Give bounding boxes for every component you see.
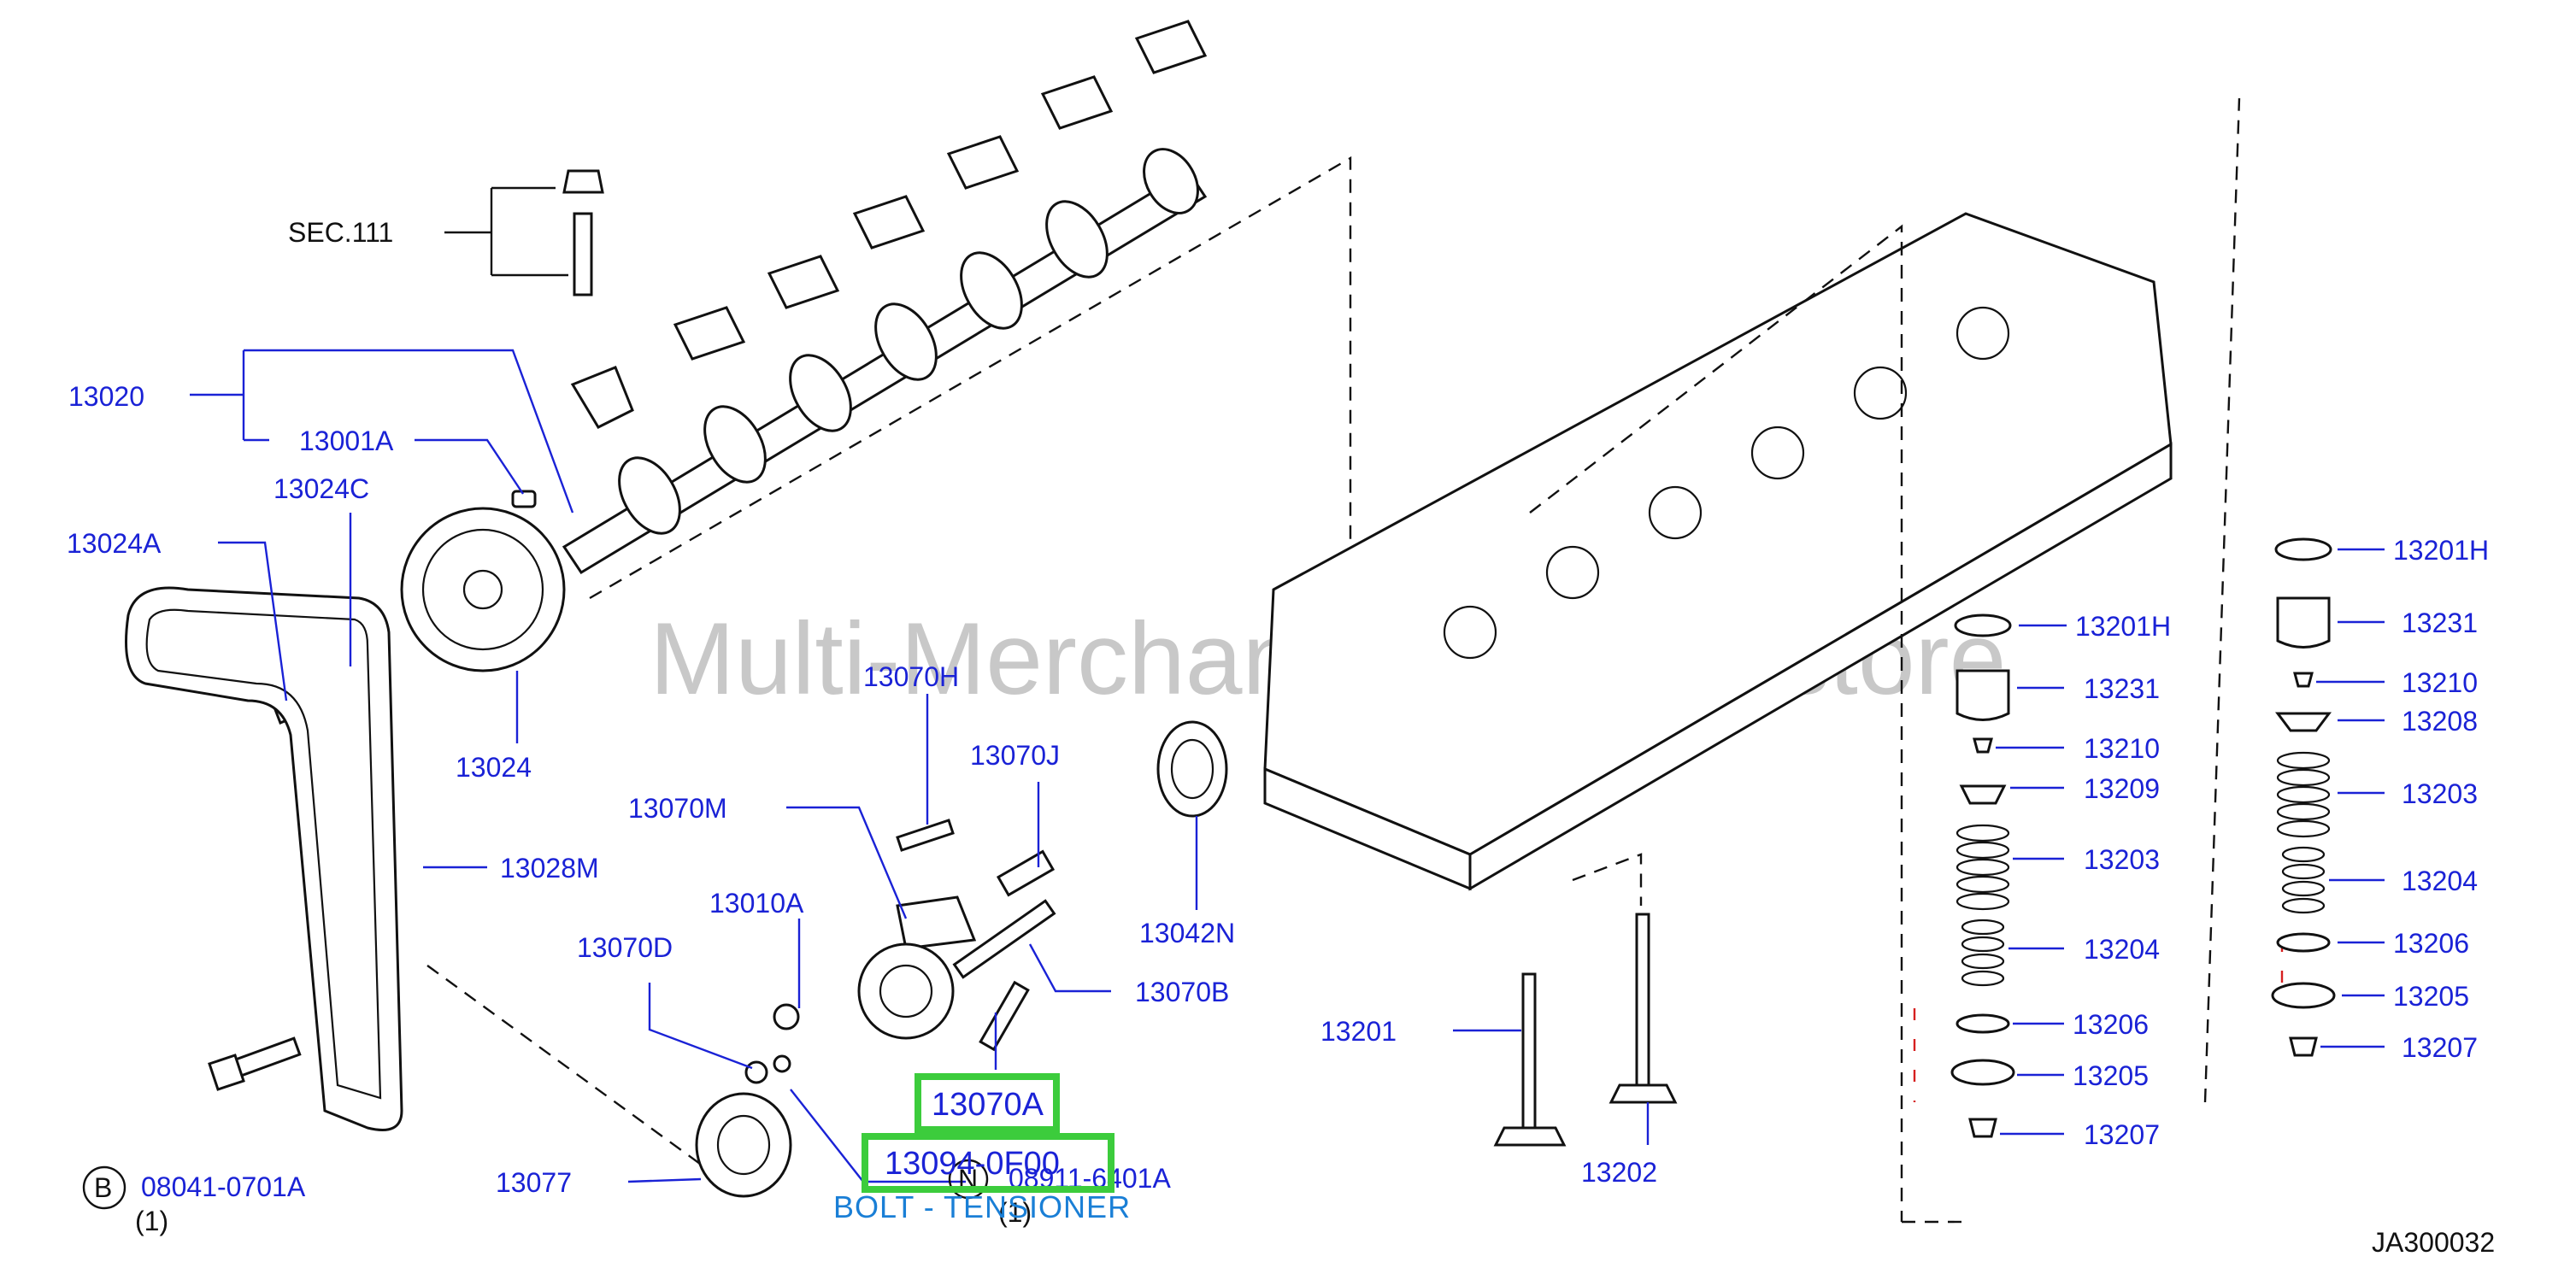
highlight-box-13070a xyxy=(915,1073,1060,1133)
tensioner-drawing xyxy=(208,720,1228,1198)
label-13201[interactable]: 13201 xyxy=(1320,1016,1397,1047)
label-middle-13207[interactable]: 13207 xyxy=(2084,1119,2160,1150)
label-middle-13231[interactable]: 13231 xyxy=(2084,673,2160,704)
label-13070h[interactable]: 13070H xyxy=(863,661,959,692)
label-13202[interactable]: 13202 xyxy=(1581,1157,1657,1188)
label-right-13210[interactable]: 13210 xyxy=(2402,667,2478,698)
highlight-box-13094 xyxy=(862,1133,1115,1193)
label-13010a[interactable]: 13010A xyxy=(709,888,804,919)
label-right-13206[interactable]: 13206 xyxy=(2393,928,2469,959)
label-13028m[interactable]: 13028M xyxy=(500,853,599,883)
label-right-13231[interactable]: 13231 xyxy=(2402,608,2478,638)
label-08041-0701a[interactable]: 08041-0701A xyxy=(141,1171,306,1202)
timing-belt-drawing xyxy=(125,586,403,1131)
diagram-code: JA300032 xyxy=(2372,1227,2495,1258)
label-13070j[interactable]: 13070J xyxy=(970,740,1060,771)
label-middle-13210[interactable]: 13210 xyxy=(2084,733,2160,764)
label-right-13204[interactable]: 13204 xyxy=(2402,866,2478,896)
label-13001a[interactable]: 13001A xyxy=(299,426,394,456)
label-13070m[interactable]: 13070M xyxy=(628,793,727,824)
label-13024a[interactable]: 13024A xyxy=(67,528,162,559)
label-13070b[interactable]: 13070B xyxy=(1135,977,1229,1007)
label-13077[interactable]: 13077 xyxy=(496,1167,572,1198)
label-middle-13204[interactable]: 13204 xyxy=(2084,934,2160,965)
valve-stack-middle-drawing xyxy=(1950,613,2015,1138)
label-13070a[interactable]: 13070A xyxy=(932,1087,1044,1123)
label-13070d[interactable]: 13070D xyxy=(577,932,673,963)
circle-b-marker xyxy=(82,1165,126,1210)
label-13042n[interactable]: 13042N xyxy=(1139,918,1235,948)
label-13020[interactable]: 13020 xyxy=(68,381,144,412)
label-13024c[interactable]: 13024C xyxy=(273,473,369,504)
cylinder-head-drawing xyxy=(1263,97,2284,1224)
label-right-13207[interactable]: 13207 xyxy=(2402,1032,2478,1063)
qty-n: (1) xyxy=(998,1197,1032,1228)
circle-n-marker xyxy=(948,1159,989,1200)
camshaft-drawing xyxy=(270,20,1352,1171)
sec-111-label[interactable]: SEC.111 xyxy=(288,217,393,248)
bolt-tensioner-caption: BOLT - TENSIONER xyxy=(833,1189,1131,1224)
qty-b: (1) xyxy=(135,1206,168,1236)
label-13024[interactable]: 13024 xyxy=(456,752,532,783)
label-right-13201h[interactable]: 13201H xyxy=(2393,535,2489,566)
circle-b-letter: B xyxy=(94,1172,112,1203)
label-middle-13205[interactable]: 13205 xyxy=(2073,1060,2149,1091)
label-right-13208[interactable]: 13208 xyxy=(2402,706,2478,737)
label-middle-13206[interactable]: 13206 xyxy=(2073,1009,2149,1040)
valve-stack-right-drawing xyxy=(2271,537,2336,1057)
label-middle-13201h[interactable]: 13201H xyxy=(2075,611,2171,642)
label-middle-13209[interactable]: 13209 xyxy=(2084,773,2160,804)
label-13094-0f00[interactable]: 13094-0F00 xyxy=(885,1146,1060,1182)
label-right-13205[interactable]: 13205 xyxy=(2393,981,2469,1012)
label-middle-13203[interactable]: 13203 xyxy=(2084,844,2160,875)
label-right-13203[interactable]: 13203 xyxy=(2402,778,2478,809)
leader-lines xyxy=(190,186,2385,1183)
